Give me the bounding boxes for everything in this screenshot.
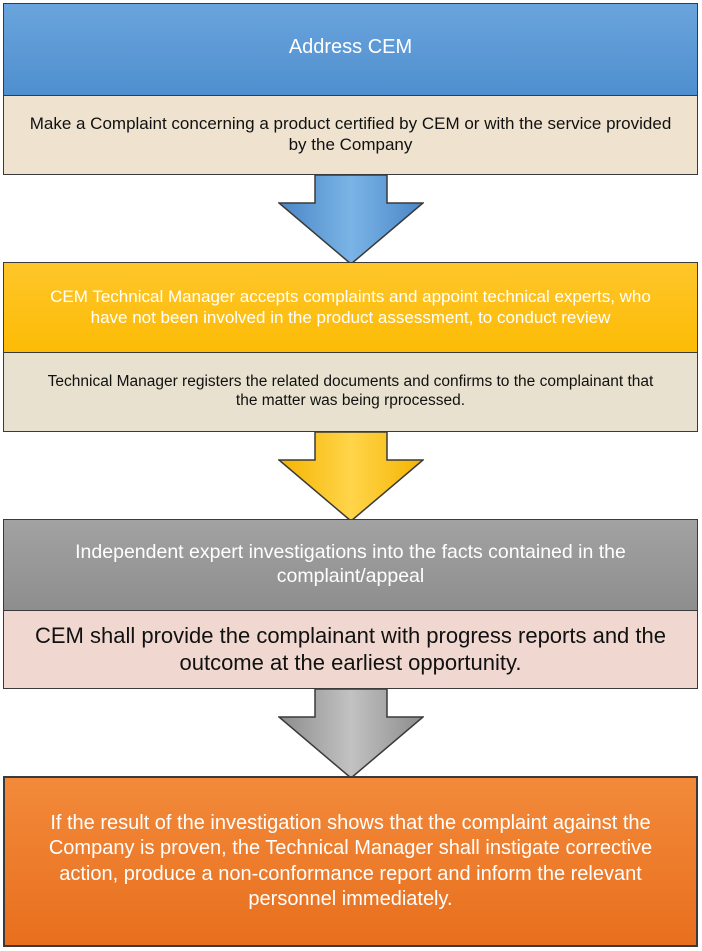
step-2-header-text: CEM Technical Manager accepts complaints… xyxy=(50,286,651,327)
down-arrow-2-icon xyxy=(278,432,424,522)
step-3-header: Independent expert investigations into t… xyxy=(3,519,698,611)
step-2-detail-text: Technical Manager registers the related … xyxy=(47,373,654,409)
down-arrow-1-icon xyxy=(278,175,424,265)
step-1-detail-text: Make a Complaint concerning a product ce… xyxy=(29,114,672,154)
step-2-detail: Technical Manager registers the related … xyxy=(3,352,698,432)
step-1-detail: Make a Complaint concerning a product ce… xyxy=(3,95,698,175)
step-3-detail-text: CEM shall provide the complainant with p… xyxy=(35,622,666,675)
step-2-header: CEM Technical Manager accepts complaints… xyxy=(3,262,698,353)
down-arrow-3-icon xyxy=(278,689,424,779)
step-1-header-text: Address CEM xyxy=(288,36,413,59)
step-3-detail: CEM shall provide the complainant with p… xyxy=(3,610,698,689)
step-3-header-text: Independent expert investigations into t… xyxy=(75,541,626,587)
step-4-outcome: If the result of the investigation shows… xyxy=(3,776,698,947)
step-4-outcome-text: If the result of the investigation shows… xyxy=(48,812,653,910)
step-1-header: Address CEM xyxy=(3,3,698,96)
